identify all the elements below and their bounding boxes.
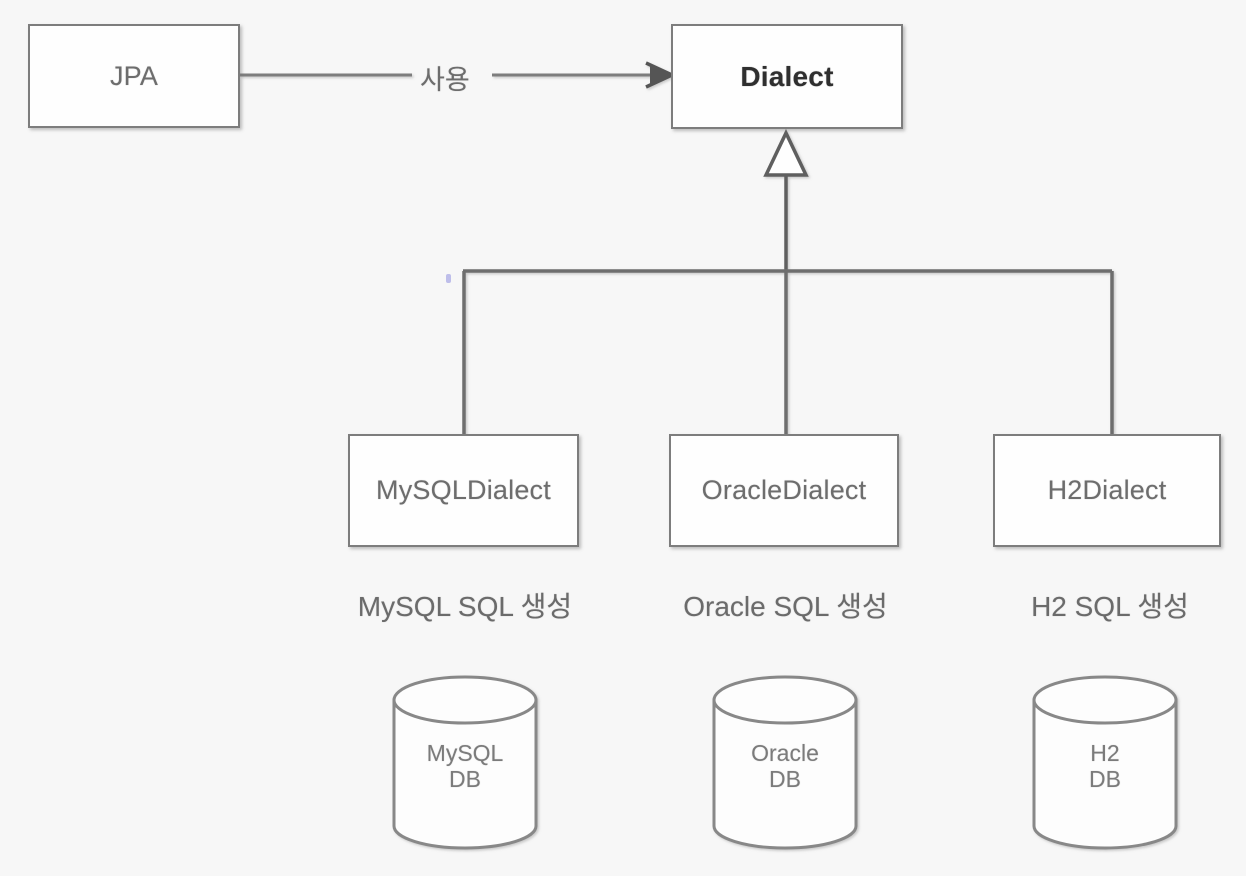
node-jpa[interactable]: JPA: [28, 24, 240, 128]
node-h2-dialect[interactable]: H2Dialect: [993, 434, 1221, 547]
edge-label-uses: 사용: [420, 65, 470, 95]
node-jpa-label: JPA: [109, 60, 159, 91]
oracle-db-cylinder: [712, 675, 858, 850]
db-label-h2: H2 DB: [1089, 740, 1121, 792]
db-label-oracle: Oracle DB: [751, 740, 819, 792]
node-dialect[interactable]: Dialect: [671, 24, 903, 129]
stray-marker-dot: [446, 274, 451, 283]
caption-oracle-sql-generation: Oracle SQL 생성: [683, 591, 888, 622]
node-oracle-dialect-label: OracleDialect: [701, 475, 867, 505]
inheritance-tree-lines: [462, 269, 1114, 436]
node-dialect-label: Dialect: [740, 60, 834, 92]
caption-mysql-sql-generation: MySQL SQL 생성: [357, 591, 573, 622]
generalization-arrow: [763, 128, 809, 271]
node-h2-dialect-label: H2Dialect: [1047, 475, 1167, 505]
h2-db-cylinder: [1032, 675, 1178, 850]
node-oracle-dialect[interactable]: OracleDialect: [669, 434, 899, 547]
node-mysql-dialect[interactable]: MySQLDialect: [348, 434, 579, 547]
caption-h2-sql-generation: H2 SQL 생성: [1031, 591, 1189, 622]
mysql-db-cylinder: [392, 675, 538, 850]
node-mysql-dialect-label: MySQLDialect: [376, 475, 551, 505]
db-label-mysql: MySQL DB: [426, 740, 504, 792]
